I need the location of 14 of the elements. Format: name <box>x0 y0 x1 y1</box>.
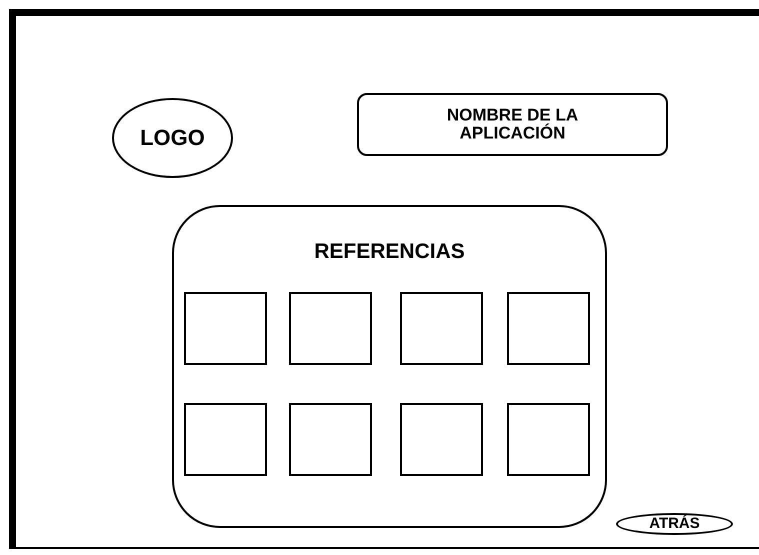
image-placeholder <box>507 403 590 476</box>
title-box <box>357 93 668 156</box>
panel-heading: REFERENCIAS <box>313 240 466 264</box>
label-text: NOMBRE DE LA APLICACIÓN <box>446 106 580 144</box>
image-placeholder <box>400 292 483 365</box>
image-placeholder <box>184 403 267 476</box>
oval-field: LOGO <box>112 98 233 178</box>
image-placeholder <box>400 403 483 476</box>
image-placeholder <box>289 403 372 476</box>
image-placeholder <box>507 292 590 365</box>
image-placeholder <box>289 292 372 365</box>
image-placeholder <box>184 292 267 365</box>
back-button: ATRÁS <box>616 513 733 535</box>
references-panel <box>172 205 607 528</box>
